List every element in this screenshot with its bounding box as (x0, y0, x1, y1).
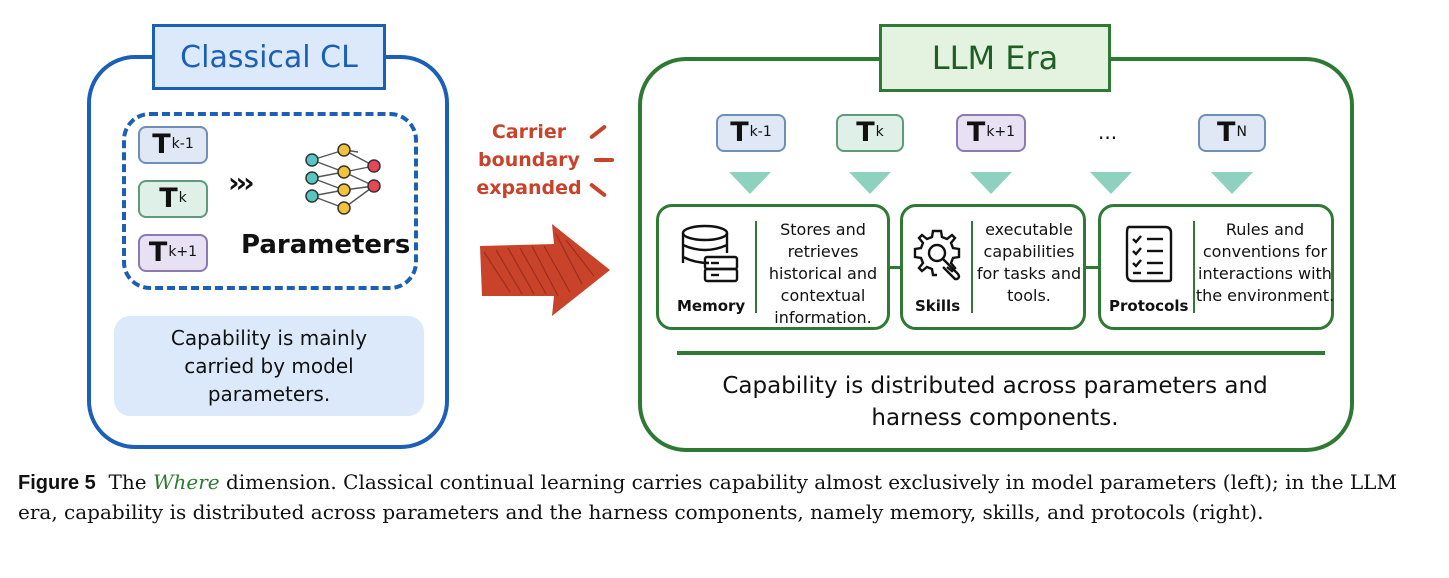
parameters-label: Parameters (241, 230, 411, 260)
carrier-boundary-text: Carrier boundary expanded (476, 121, 582, 199)
expansion-ray-bottom (588, 182, 608, 198)
neural-network-icon (305, 143, 381, 215)
down-triangle-icon (849, 172, 891, 194)
classical-cl-title: Classical CL (152, 24, 386, 90)
database-icon (681, 224, 739, 283)
component-connector (1084, 266, 1100, 269)
down-triangle-icon (729, 172, 771, 194)
down-triangle-icon (970, 172, 1012, 194)
separator-line (677, 351, 1325, 355)
ellipsis: ... (1098, 120, 1118, 144)
skills-component: Skills executable capabilities for tasks… (900, 204, 1086, 330)
gear-wrench-icon (913, 229, 961, 281)
component-connector (888, 266, 902, 269)
parameters-dashed-box (122, 112, 418, 290)
component-divider (1193, 221, 1195, 313)
checklist-icon (1125, 225, 1173, 283)
expansion-ray-top (588, 124, 608, 140)
component-divider (755, 221, 757, 313)
figure-label: Figure 5 (18, 472, 96, 494)
down-triangle-icon (1090, 172, 1132, 194)
expansion-ray-middle (594, 158, 614, 162)
protocols-component: Protocols Rules and conventions for inte… (1098, 204, 1334, 330)
transition-arrow-icon (480, 224, 610, 316)
component-divider (971, 221, 973, 313)
memory-component: Memory Stores and retrieves historical a… (656, 204, 890, 330)
llm-era-title: LLM Era (879, 24, 1111, 92)
left-note: Capability is mainly carried by model pa… (114, 316, 424, 416)
down-triangle-icon (1211, 172, 1253, 194)
right-note: Capability is distributed across paramet… (722, 373, 1268, 431)
figure-caption: Figure 5 The Where dimension. Classical … (18, 470, 1397, 524)
where-emphasis: Where (152, 470, 220, 494)
chevrons-icon: ››› (228, 166, 255, 199)
